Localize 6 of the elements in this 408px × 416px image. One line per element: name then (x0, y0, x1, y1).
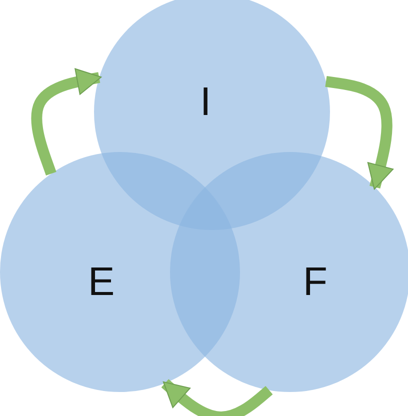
circle-label: I (200, 82, 212, 122)
curved-arrow (325, 76, 394, 190)
curved-arrow (161, 379, 273, 416)
circle-label: F (303, 262, 328, 302)
curved-arrow (31, 68, 102, 176)
circle-label: E (88, 262, 115, 302)
